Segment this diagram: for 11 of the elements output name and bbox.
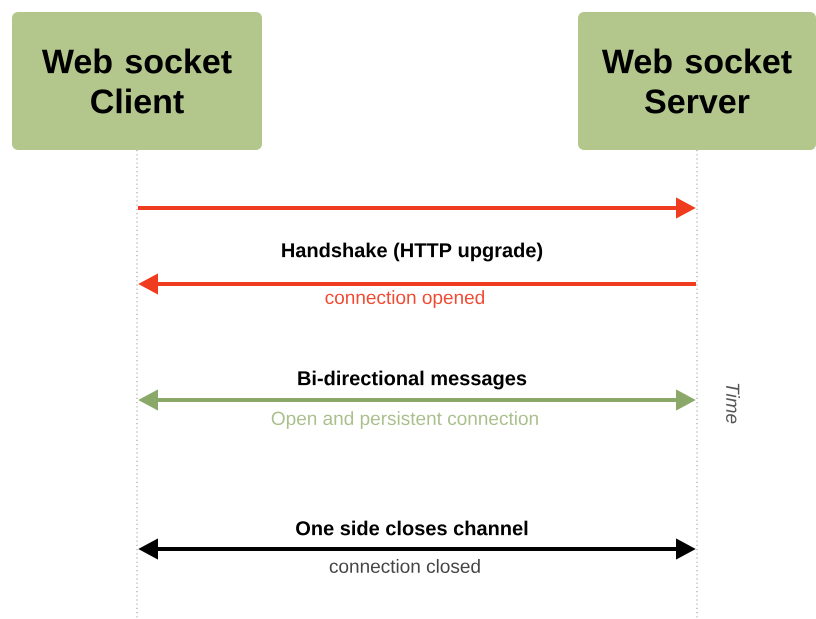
edge-label: One side closes channel [294, 520, 530, 536]
note-text: connection closed [330, 559, 480, 573]
lifeline [696, 150, 698, 619]
lifeline [136, 150, 138, 619]
participant-box: Web socket Client [12, 12, 262, 150]
note-text: connection opened [326, 290, 484, 308]
edge-label: Bi-directional messages [296, 370, 528, 390]
participant-box: Web socket Server [578, 12, 816, 150]
edge-label: Handshake (HTTP upgrade) [280, 242, 544, 262]
note-text: Open and persistent connection [272, 411, 538, 429]
axis-label: Time [726, 384, 740, 424]
